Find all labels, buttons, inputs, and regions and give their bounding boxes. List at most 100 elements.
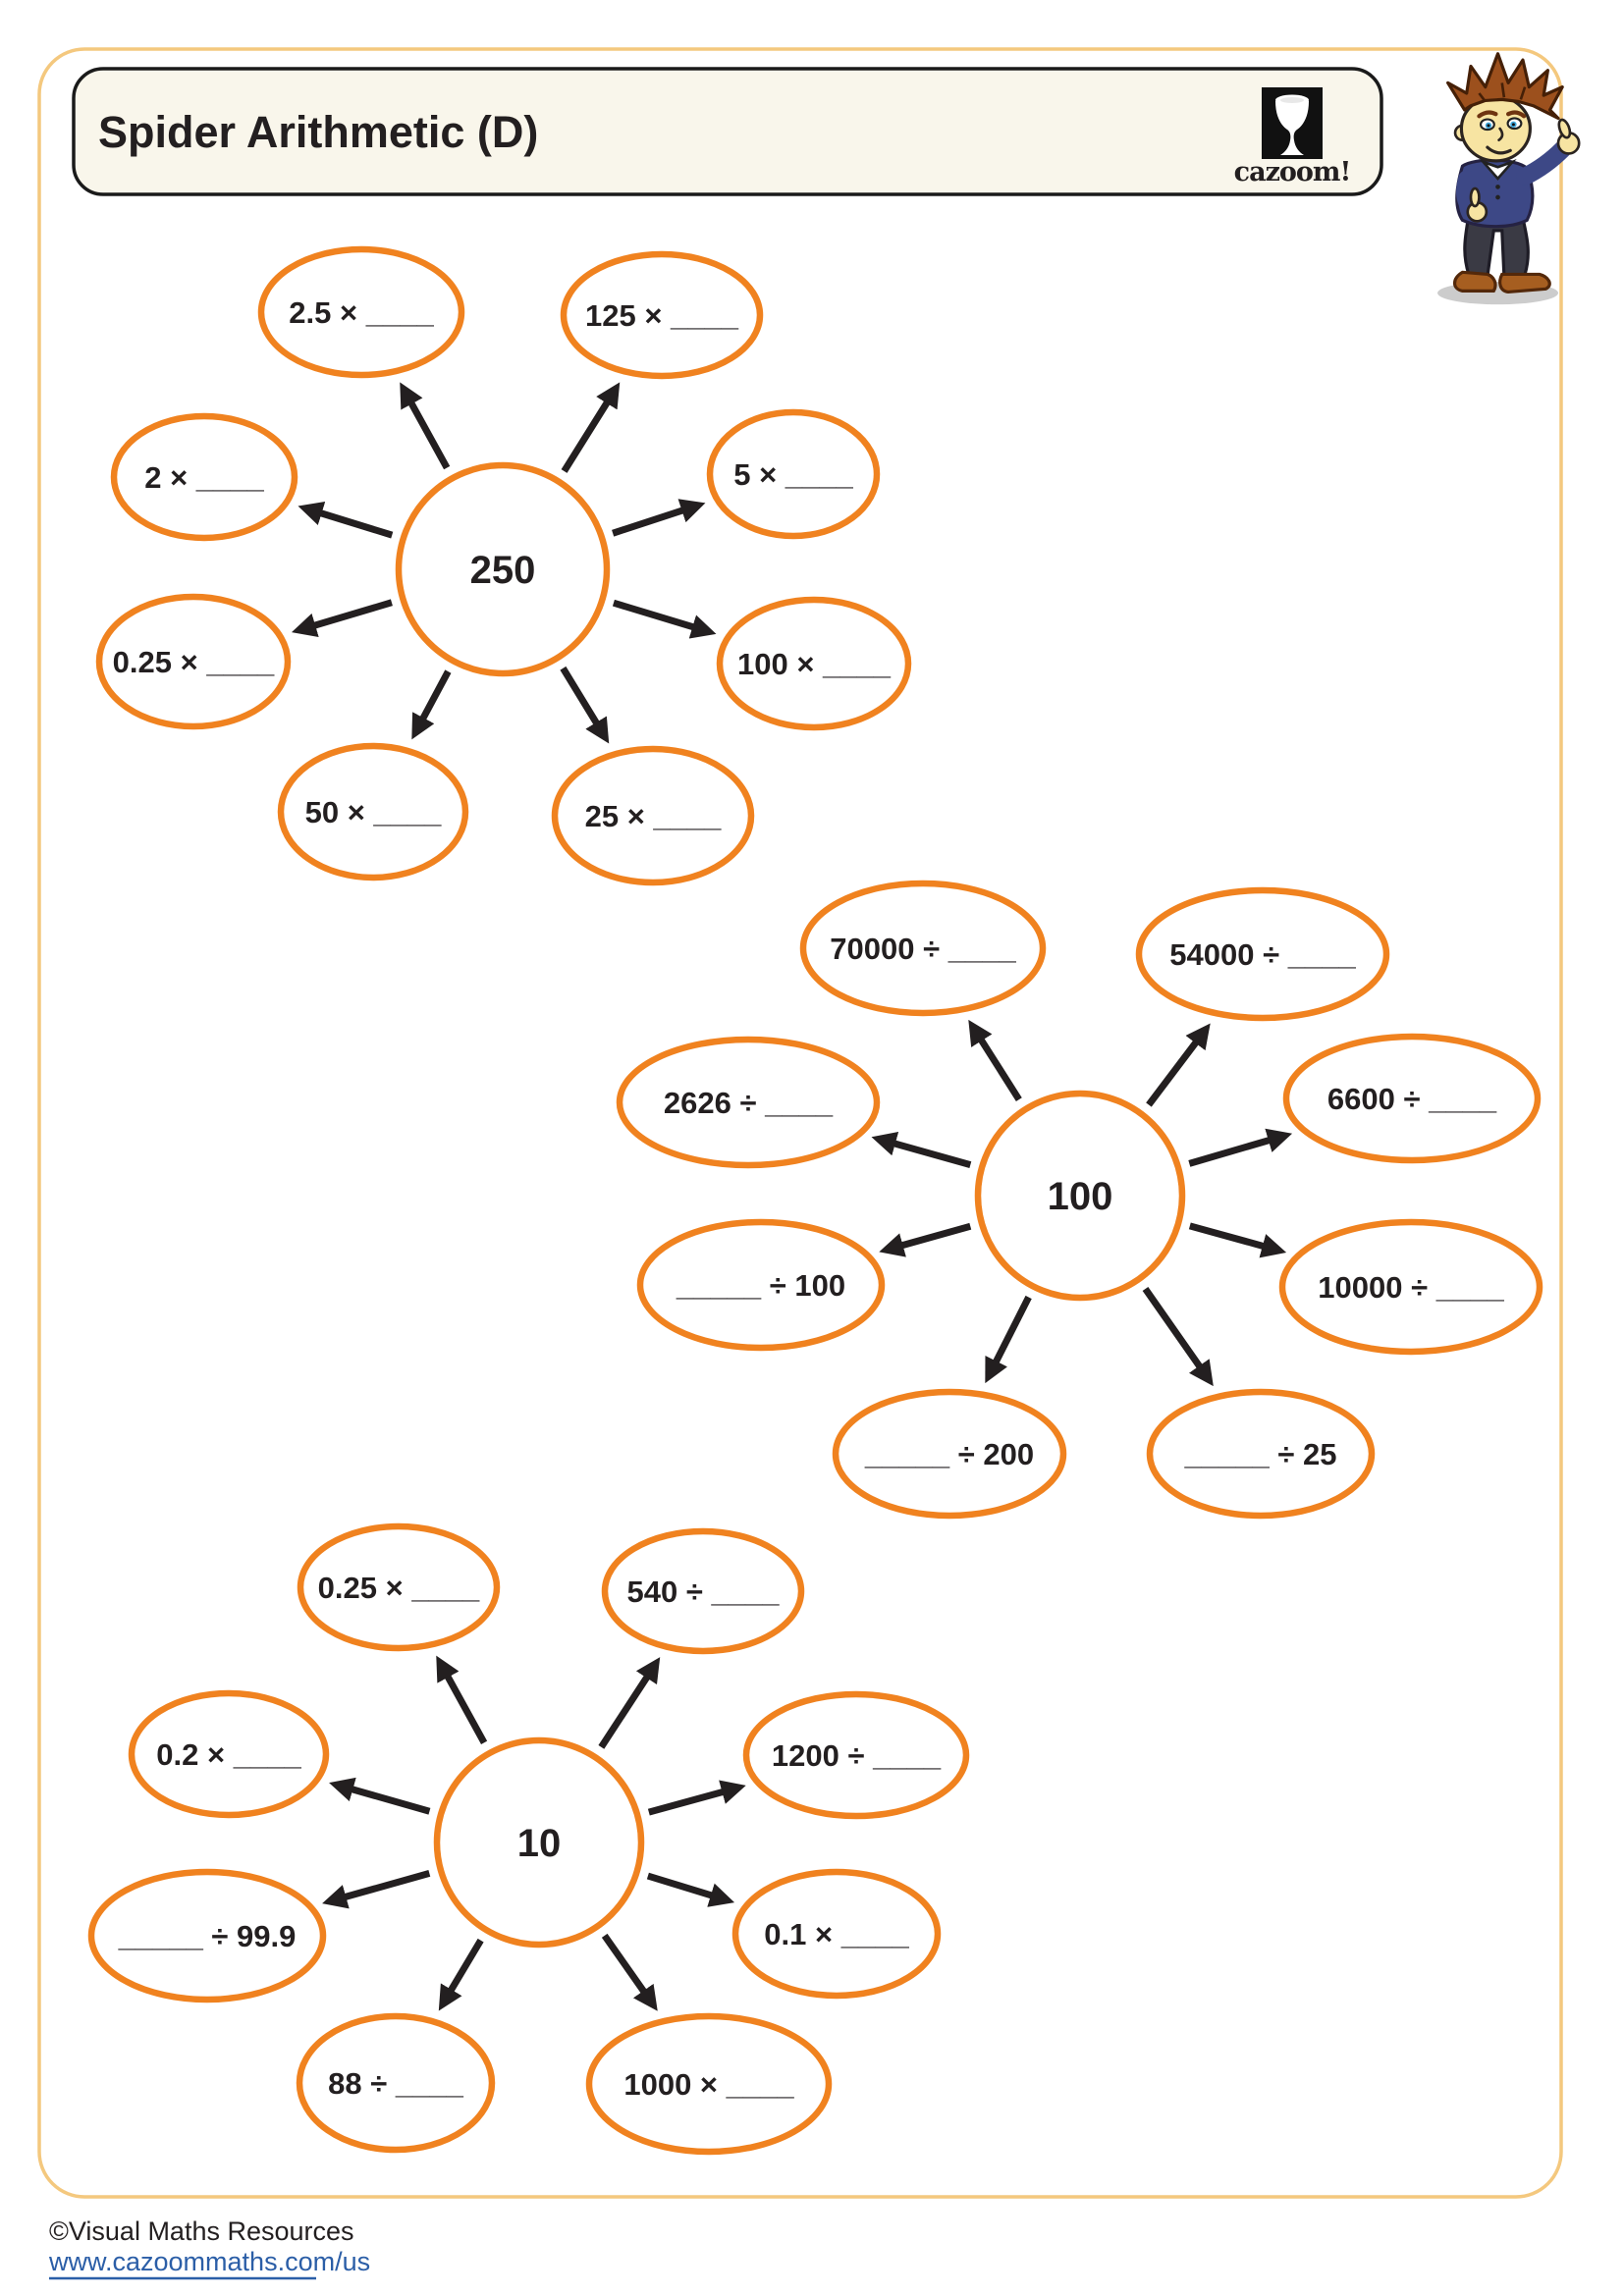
satellite-label: 0.2 × ____ — [156, 1737, 301, 1772]
spider-arrow — [879, 1222, 972, 1257]
spider-arrow — [400, 382, 451, 470]
satellite-label: 5 × ____ — [733, 457, 853, 492]
satellite-label: 100 × ____ — [737, 647, 892, 681]
satellite-ellipse — [799, 880, 1047, 1017]
spider-center-value: 250 — [470, 549, 536, 592]
satellite-ellipse — [716, 596, 912, 731]
mascot-mouth — [1486, 145, 1512, 155]
mascot-arm-right — [1516, 140, 1572, 186]
satellite-label: 0.25 × ____ — [318, 1571, 480, 1605]
satellite-ellipse — [832, 1388, 1067, 1520]
spider-arrow — [329, 1777, 431, 1815]
spider-arrow — [968, 1019, 1022, 1101]
mascot-thumb-left — [1469, 187, 1481, 208]
spider-arrow — [1188, 1222, 1287, 1258]
mascot-brow-right — [1505, 110, 1527, 119]
title-box-frame — [72, 67, 1383, 196]
spider-arrow — [438, 1938, 484, 2011]
spider-arrow — [646, 1872, 735, 1907]
satellite-label: 1000 × ____ — [623, 2067, 794, 2102]
spider-arrow — [1188, 1128, 1293, 1167]
spider-arrow — [985, 1295, 1032, 1384]
satellite-ellipse — [1282, 1033, 1542, 1164]
mascot-collar — [1479, 158, 1517, 181]
mascot-nose — [1497, 127, 1504, 142]
satellite-ellipse — [296, 2012, 496, 2154]
satellite-ellipse — [585, 2012, 833, 2156]
satellite-label: 125 × ____ — [585, 298, 739, 333]
footer-link[interactable]: www.cazoommaths.com/us — [48, 2247, 370, 2276]
mascot-hair — [1446, 52, 1564, 121]
satellite-ellipse — [1146, 1388, 1376, 1520]
spider-arrow — [561, 382, 621, 473]
satellite-label: 88 ÷ ____ — [328, 2066, 463, 2101]
mascot-button — [1495, 185, 1500, 189]
mascot-shoe-right — [1498, 272, 1551, 294]
spider-arrow — [612, 499, 706, 537]
mascot-thumb-right — [1557, 118, 1572, 139]
spider-arrow — [601, 1933, 658, 2011]
satellite-label: 2.5 × ____ — [289, 295, 434, 330]
goblet-icon — [1275, 94, 1309, 155]
spider-arrow — [298, 501, 394, 539]
satellite-label: 50 × ____ — [305, 795, 443, 829]
mascot-pupil-right — [1511, 123, 1515, 127]
satellite-ellipse — [277, 742, 469, 881]
satellite-ellipse — [731, 1868, 942, 2000]
satellite-ellipse — [297, 1522, 501, 1652]
spider-arrow — [291, 599, 393, 638]
footer-copyright: ©Visual Maths Resources — [49, 2216, 354, 2246]
satellite-ellipse — [601, 1527, 805, 1655]
satellite-ellipse — [95, 593, 292, 730]
satellite-label: _____ ÷ 25 — [1184, 1437, 1337, 1471]
satellite-ellipse — [706, 408, 881, 540]
spider-arrow — [436, 1655, 488, 1745]
satellite-label: 540 ÷ ____ — [627, 1575, 781, 1609]
cazoom-logo: cazoom! — [1234, 87, 1351, 187]
satellite-label: 70000 ÷ ____ — [830, 932, 1016, 966]
satellite-label: 54000 ÷ ____ — [1169, 937, 1356, 972]
satellite-label: 0.25 × ____ — [113, 645, 275, 679]
spider-arrow — [647, 1780, 746, 1816]
satellite-ellipse — [616, 1036, 881, 1169]
satellite-label: 25 × ____ — [585, 799, 723, 833]
mascot-button — [1495, 194, 1500, 200]
satellite-ellipse — [87, 1868, 327, 2003]
spiders-root: 250 2.5 × ____ 125 × ____ 2 × ____ 5 × ____ 0… — [87, 245, 1543, 2156]
footer: ©Visual Maths Resources www.cazoommaths.… — [48, 2216, 370, 2280]
satellite-label: 2 × ____ — [144, 460, 264, 495]
mascot-pants — [1463, 214, 1530, 279]
satellite-ellipse — [560, 250, 764, 380]
spider-arrow — [1142, 1287, 1214, 1387]
spider-arrow — [322, 1870, 431, 1909]
satellite-ellipse — [551, 745, 755, 886]
logo-wordmark: cazoom! — [1234, 157, 1351, 187]
spider-center-circle — [974, 1090, 1186, 1302]
satellite-label: 6600 ÷ ____ — [1327, 1082, 1497, 1116]
mascot-brow-left — [1477, 110, 1498, 119]
spider-center-circle — [395, 461, 611, 677]
spider-diagram: 100.25 × ____540 ÷ ____0.2 × ____1200 ÷ … — [87, 1522, 970, 2156]
spider-arrow — [560, 666, 610, 744]
spider-center-circle — [433, 1736, 645, 1949]
page-title: Spider Arithmetic (D) — [98, 107, 538, 157]
spider-arrow — [612, 599, 717, 639]
spider-center-value: 100 — [1048, 1175, 1113, 1218]
mascot-boy-illustration — [1437, 52, 1581, 305]
mascot-hair-detail — [1478, 82, 1527, 103]
spider-arrow — [598, 1657, 661, 1749]
satellite-label: _____ ÷ 99.9 — [118, 1919, 297, 1953]
satellite-label: 1200 ÷ ____ — [772, 1738, 942, 1773]
mascot-shoe-left — [1452, 270, 1497, 293]
satellite-ellipse — [257, 245, 465, 379]
spider-arrow — [871, 1131, 972, 1168]
title-box: Spider Arithmetic (D) — [72, 67, 1383, 196]
satellite-ellipse — [742, 1690, 970, 1820]
satellite-ellipse — [1278, 1218, 1543, 1356]
satellite-ellipse — [1135, 886, 1390, 1022]
spider-arrow — [411, 669, 452, 740]
satellite-ellipse — [636, 1218, 886, 1352]
satellite-ellipse — [110, 412, 298, 542]
